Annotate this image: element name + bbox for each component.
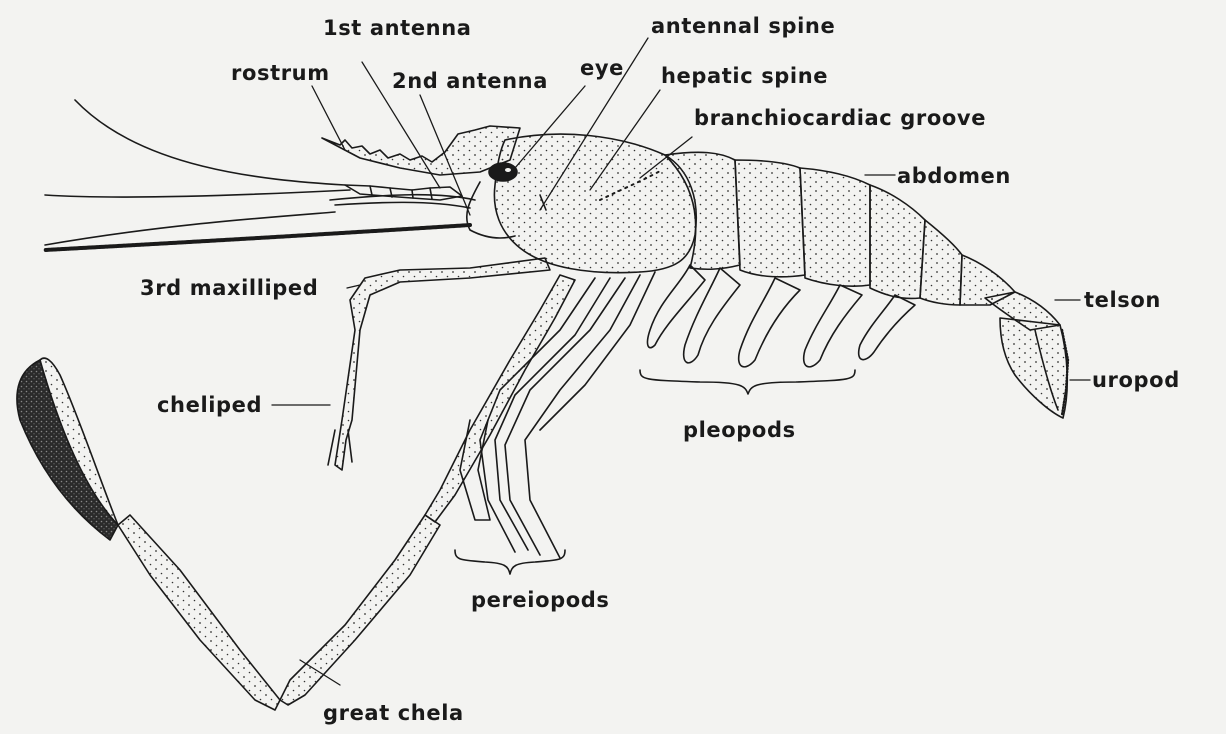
uropod-shape: [1000, 318, 1067, 418]
antenna-flagella: [45, 100, 475, 250]
label-abdomen: abdomen: [897, 166, 1011, 187]
label-1st-antenna: 1st antenna: [323, 18, 472, 39]
label-branchiocardiac-groove: branchiocardiac groove: [694, 108, 986, 129]
label-telson: telson: [1084, 290, 1161, 311]
label-great-chela: great chela: [323, 703, 464, 724]
label-cheliped: cheliped: [157, 395, 262, 416]
label-2nd-antenna: 2nd antenna: [392, 71, 548, 92]
label-eye: eye: [580, 58, 624, 79]
label-pereiopods: pereiopods: [471, 590, 610, 611]
label-hepatic-spine: hepatic spine: [661, 66, 828, 87]
great-chela-shape: [17, 275, 575, 710]
eye-shape: [489, 163, 517, 181]
label-pleopods: pleopods: [683, 420, 796, 441]
label-uropod: uropod: [1092, 370, 1180, 391]
pleopods-bracket: [640, 370, 855, 394]
label-3rd-maxilliped: 3rd maxilliped: [140, 278, 318, 299]
label-rostrum: rostrum: [231, 63, 330, 84]
pereiopods-bracket: [455, 550, 565, 574]
label-antennal-spine: antennal spine: [651, 16, 835, 37]
